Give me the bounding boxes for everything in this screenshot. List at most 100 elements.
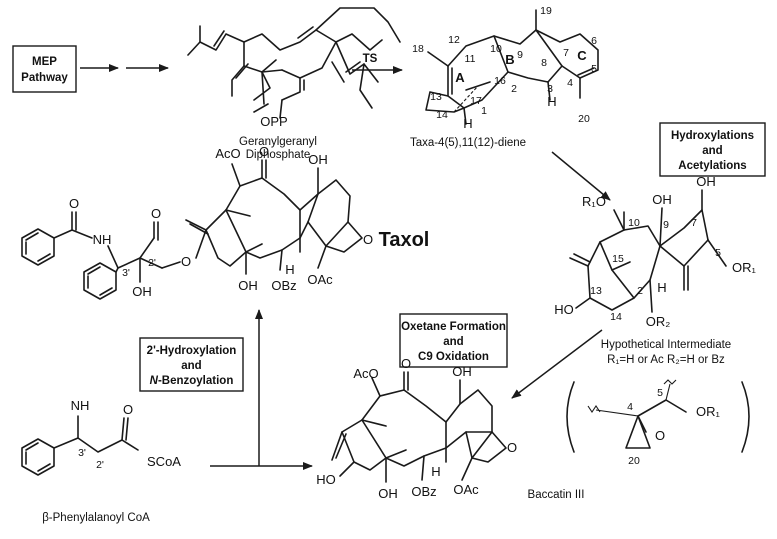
hb-label-1: 2'-Hydroxylation [147,345,237,357]
hydroxylations-box: Hydroxylations and Acetylations [659,122,766,177]
phe-nh: NH [71,398,90,413]
int-oh9: OH [652,192,672,207]
int-r1o: R₁O [582,194,606,209]
taxol-oxetane-o: O [363,232,373,247]
ggpp-name-line2: Diphosphate [246,149,311,161]
bac-obz: OBz [411,484,436,499]
td-h1: H [463,116,472,131]
taxol-oh-2p: OH [132,284,152,299]
td-ring-b: B [505,52,514,67]
baccatin-name: Baccatin III [528,489,585,501]
taxol-obz: OBz [271,278,296,293]
epox-o: O [655,428,665,443]
int-h: H [657,280,666,295]
phe-c2p: 2' [96,459,104,471]
td-num-6: 6 [591,35,597,47]
bac-aco: AcO [353,366,378,381]
phenylalanoyl-coa-structure [21,415,139,476]
int-num-5: 5 [715,247,721,259]
phe-scoa: SCoA [147,454,181,469]
hydrox-label-2: and [702,145,722,157]
hydrox-label-3: Acetylations [678,160,746,172]
oxetane-label-3: C9 Oxidation [418,351,489,363]
hb-label-2: and [181,360,201,372]
bac-ho: HO [316,472,336,487]
taxol-oh-top: OH [308,152,328,167]
td-num-9: 9 [517,49,523,61]
mep-pathway-box: MEP Pathway [12,45,77,93]
hydroxylation-benzoylation-box: 2'-Hydroxylation and N-Benzoylation [139,337,244,392]
td-num-2: 2 [511,83,517,95]
arrow-oxetane [511,329,603,399]
td-ring-c: C [577,48,587,63]
int-num-13: 13 [590,285,602,297]
int-num-14: 14 [610,311,622,323]
int-num-15: 15 [612,253,624,265]
bac-h: H [431,464,440,479]
int-num-9: 9 [663,219,669,231]
intermediate-structure [569,189,727,313]
int-ho: HO [554,302,574,317]
td-num-7: 7 [563,47,569,59]
intermediate-name: Hypothetical Intermediate [601,339,731,351]
taxol-amide-o: O [69,196,79,211]
taxol-c2p: 2' [148,257,156,269]
hb-label-3: N-Benzoylation [150,375,234,387]
td-num-17: 17 [470,95,482,107]
oxetane-formation-box: Oxetane Formation and C9 Oxidation [399,313,508,368]
epox-num-5: 5 [657,387,663,399]
oxetane-label-1: Oxetane Formation [401,321,506,333]
mep-label-1: MEP [32,56,57,68]
hb-label-3-n: N [150,375,159,387]
taxol-h: H [285,262,294,277]
epox-or1: OR₁ [696,404,721,419]
td-num-10: 10 [490,43,502,55]
taxol-nh: NH [93,232,112,247]
taxol-ester-o: O [151,206,161,221]
td-h3: H [547,94,556,109]
td-num-12: 12 [448,34,460,46]
baccatin-structure [331,371,507,483]
td-num-18: 18 [412,43,424,55]
int-num-10: 10 [628,217,640,229]
bac-oh-c1: OH [378,486,398,501]
taxadiene-structure [425,9,599,125]
td-num-13: 13 [430,91,442,103]
oxetane-label-2: and [443,336,463,348]
taxol-link-o: O [181,254,191,269]
taxol-structure [21,159,363,300]
hydrox-label-1: Hydroxylations [671,130,754,142]
mep-label-2: Pathway [21,72,68,84]
arrow-hydroxylation [551,151,611,201]
int-num-7: 7 [691,217,697,229]
td-num-14: 14 [436,109,448,121]
taxol-oac: OAc [307,272,333,287]
hb-label-3-rest: -Benzoylation [158,375,233,387]
ts-label: TS [363,53,378,65]
td-num-20: 20 [578,113,590,125]
td-ring-a: A [455,70,465,85]
epoxide-inset [566,379,750,453]
td-num-16: 16 [494,75,506,87]
bac-oxetane-o: O [507,440,517,455]
int-oh7: OH [696,174,716,189]
taxol-c3p: 3' [122,267,130,279]
ggpp-name-line1: Geranylgeranyl [239,136,317,148]
taxadiene-name: Taxa-4(5),11(12)-diene [410,137,526,149]
bac-oac: OAc [453,482,479,497]
int-or1: OR₁ [732,260,757,275]
ggpp-opp-group: OPP [260,114,287,129]
intermediate-substituents: R₁=H or Ac R₂=H or Bz [607,354,725,366]
td-num-19: 19 [540,5,552,17]
phe-carbonyl-o: O [123,402,133,417]
td-num-1: 1 [481,105,487,117]
phenylalanoyl-name: β-Phenylalanoyl CoA [42,512,150,524]
td-num-4: 4 [567,77,573,89]
td-num-8: 8 [541,57,547,69]
taxol-aco: AcO [215,146,240,161]
td-num-3: 3 [547,83,553,95]
bac-keto-o: O [401,356,411,371]
taxol-name: Taxol [379,229,430,251]
taxol-oh-c1: OH [238,278,258,293]
